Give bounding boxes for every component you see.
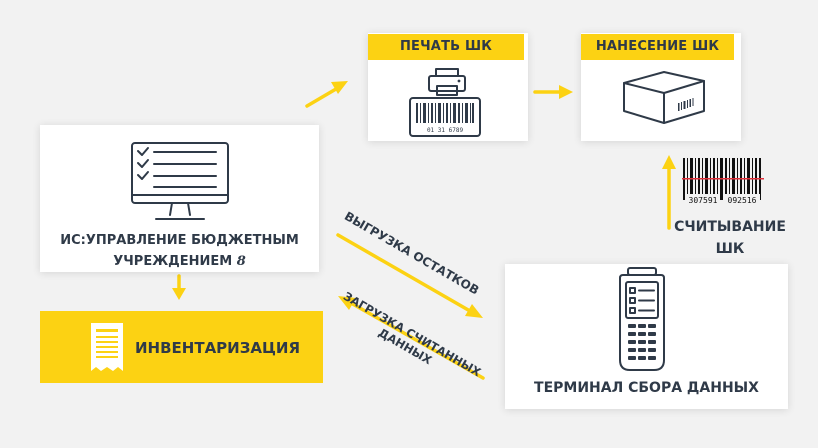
scan-label-line2: ШК [715,241,745,257]
printer-icon [428,68,466,96]
terminal-label: ТЕРМИНАЛ СБОРА ДАННЫХ [534,380,759,396]
is-label-line2: УЧРЕЖДЕНИЕМ [113,254,233,269]
monitor-checklist-icon [131,142,229,220]
box-icon [623,71,705,124]
print-label: ПЕЧАТЬ ШК [368,34,524,60]
is-mark: 8 [236,254,246,269]
barcode-label-icon: 01 31 6789 [409,97,481,137]
inventory-label: ИНВЕНТАРИЗАЦИЯ [135,339,301,357]
scan-digits-right: 092516 [728,196,757,205]
apply-label: НАНЕСЕНИЕ ШК [581,34,734,60]
scan-digits-left: 307591 [689,196,718,205]
scanner-terminal-icon [619,267,665,371]
is-label-line2-wrap: УЧРЕЖДЕНИЕМ 8 [40,251,319,272]
is-card [40,125,319,272]
is-label: ИС:УПРАВЛЕНИЕ БЮДЖЕТНЫМ УЧРЕЖДЕНИЕМ 8 [40,230,319,272]
terminal-card [505,264,788,409]
scan-label-line1: СЧИТЫВАНИЕ [674,219,786,235]
scan-line [682,178,764,180]
barcode-icon: 307591 092516 [682,158,764,206]
scan-label: СЧИТЫВАНИЕ ШК [660,216,800,260]
is-label-line1: ИС:УПРАВЛЕНИЕ БЮДЖЕТНЫМ [60,233,299,248]
inventory-block [40,311,323,383]
printer-barcode-digits: 01 31 6789 [427,127,464,134]
document-icon [91,323,123,371]
